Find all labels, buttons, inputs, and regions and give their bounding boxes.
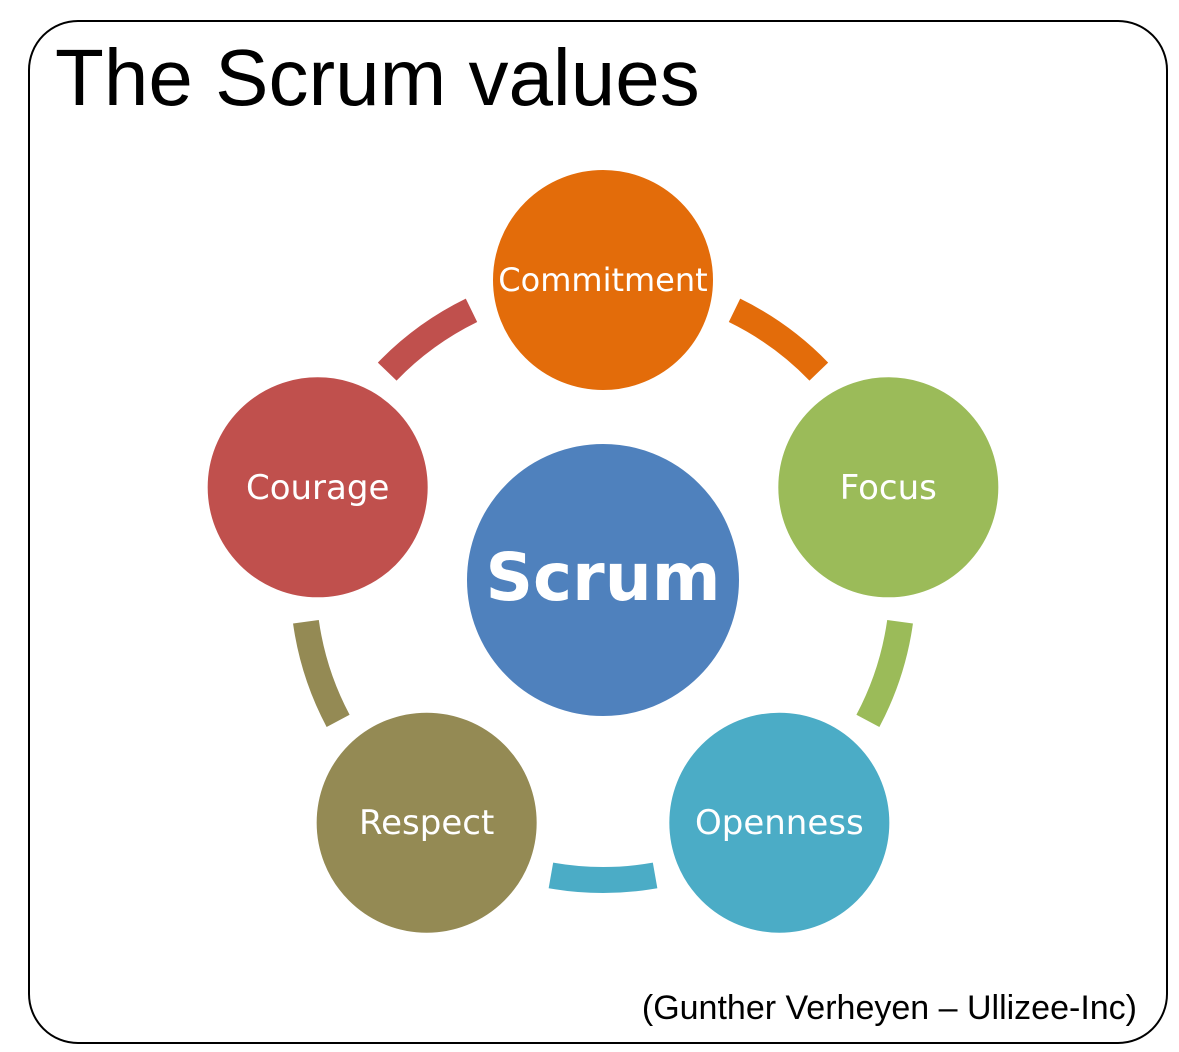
page-title: The Scrum values (55, 33, 700, 122)
value-label: Focus (840, 468, 937, 508)
value-node-focus: Focus (774, 373, 1003, 602)
connector-focus (856, 619, 913, 727)
connector-commitment (728, 298, 829, 381)
value-label: Commitment (498, 261, 707, 299)
value-circle (774, 373, 1003, 602)
value-circle (312, 708, 541, 937)
value-node-openness: Openness (665, 708, 894, 937)
connector-openness (548, 862, 658, 893)
value-node-courage: Courage (203, 373, 432, 602)
connector-courage (377, 298, 478, 381)
center-node-scrum: Scrum (463, 440, 743, 720)
value-circle (665, 708, 894, 937)
value-label: Courage (246, 468, 389, 508)
value-label: Openness (695, 803, 864, 843)
value-label: Respect (359, 803, 494, 843)
center-label: Scrum (486, 539, 721, 616)
center-circle (463, 440, 743, 720)
value-node-commitment: Commitment (489, 166, 717, 394)
source-credit: (Gunther Verheyen – Ullizee-Inc) (641, 989, 1137, 1027)
value-circle (203, 373, 432, 602)
value-node-respect: Respect (312, 708, 541, 937)
value-circle (489, 166, 717, 394)
connector-respect (293, 619, 350, 727)
